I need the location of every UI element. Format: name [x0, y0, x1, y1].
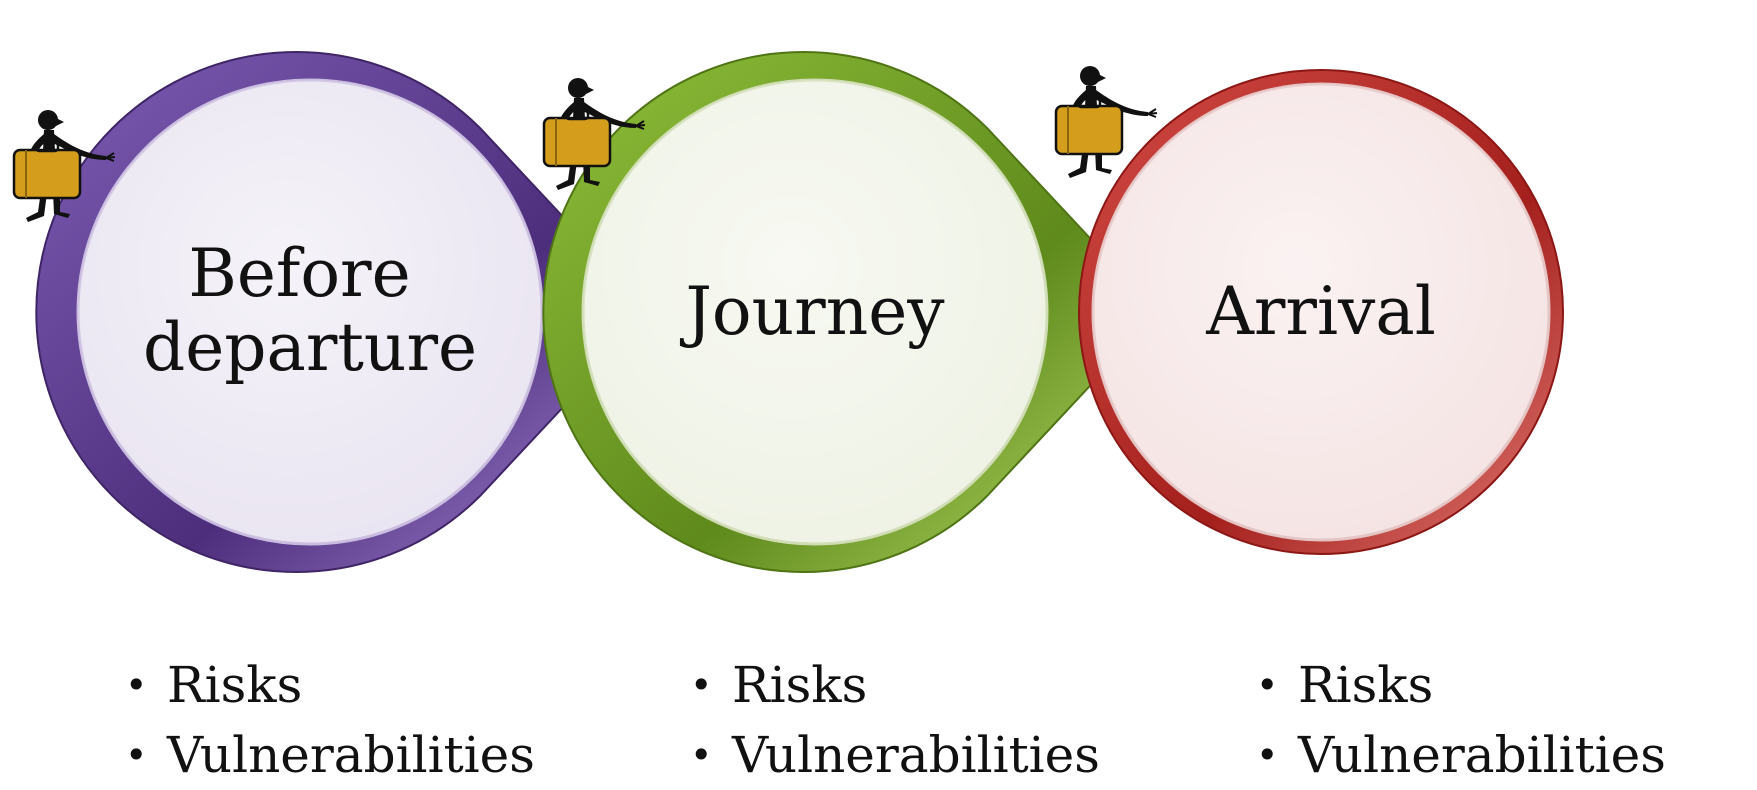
arrival-bullet-list: Risks Vulnerabilities — [1256, 650, 1666, 790]
svg-text:Journey: Journey — [679, 273, 945, 350]
svg-text:Arrival: Arrival — [1205, 273, 1436, 350]
stage-before-departure-title-line-2: departure — [143, 309, 477, 386]
bullet-item: Risks — [125, 650, 535, 720]
bullet-item: Vulnerabilities — [1256, 720, 1666, 790]
stage-journey-highlight — [583, 80, 1047, 544]
journey-bullet-list: Risks Vulnerabilities — [690, 650, 1100, 790]
bullet-item: Vulnerabilities — [125, 720, 535, 790]
stage-arrival-highlight — [1093, 84, 1549, 540]
bullet-item: Risks — [690, 650, 1100, 720]
stage-before-departure: Before departure — [35, 51, 654, 573]
before-departure-bullet-list: Risks Vulnerabilities — [125, 650, 535, 790]
stage-journey: Journey — [542, 51, 1161, 573]
svg-text:Before departure: Before departure — [143, 235, 477, 386]
bullet-item: Vulnerabilities — [690, 720, 1100, 790]
stage-before-departure-title-line-1: Before — [188, 235, 410, 312]
stage-journey-title: Journey — [679, 273, 945, 350]
stage-arrival: Arrival — [1078, 69, 1564, 555]
bullet-item: Risks — [1256, 650, 1666, 720]
stage-arrival-title: Arrival — [1205, 273, 1436, 350]
stage-before-departure-highlight — [78, 80, 542, 544]
